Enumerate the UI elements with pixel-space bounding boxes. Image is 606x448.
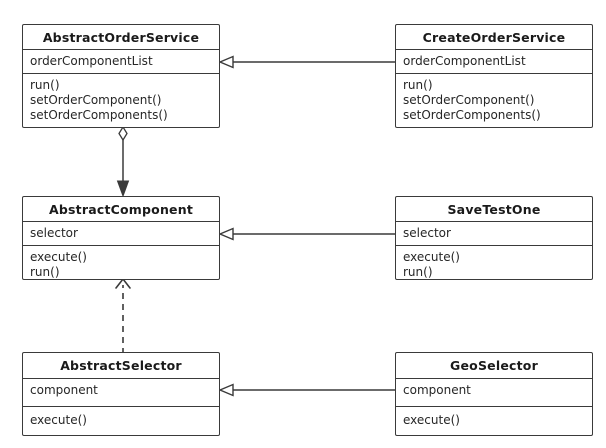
class-operations-save-test-one: execute() run(): [396, 246, 592, 285]
class-attributes-abstract-order-service: orderComponentList: [23, 50, 219, 74]
class-title-abstract-order-service: AbstractOrderService: [23, 25, 219, 50]
relationship-aggregation-abstract-order-service-to-abstract-component: [116, 125, 130, 198]
class-operations-abstract-order-service: run() setOrderComponent() setOrderCompon…: [23, 74, 219, 128]
operation: execute(): [30, 250, 87, 264]
relationship-generalization-save-test-one-to-abstract-component: [218, 227, 397, 241]
class-box-abstract-component[interactable]: AbstractComponent selector execute() run…: [22, 196, 220, 280]
relationship-dependency-abstract-selector-to-abstract-component: [115, 277, 131, 354]
operation: run(): [403, 78, 433, 92]
hollow-diamond-tail: [118, 125, 128, 142]
class-box-create-order-service[interactable]: CreateOrderService orderComponentList ru…: [395, 24, 593, 128]
class-title-abstract-component: AbstractComponent: [23, 197, 219, 222]
operation: setOrderComponents(): [403, 108, 541, 122]
attribute: selector: [30, 226, 78, 240]
hollow-triangle-arrowhead: [218, 227, 234, 241]
class-attributes-create-order-service: orderComponentList: [396, 50, 592, 74]
attribute: orderComponentList: [30, 54, 153, 68]
hollow-triangle-arrowhead: [218, 55, 234, 69]
operation: setOrderComponent(): [403, 93, 535, 107]
operation: run(): [403, 265, 433, 279]
class-box-abstract-selector[interactable]: AbstractSelector component execute(): [22, 352, 220, 436]
attribute: orderComponentList: [403, 54, 526, 68]
relationship-generalization-geo-selector-to-abstract-selector: [218, 383, 397, 397]
class-attributes-abstract-component: selector: [23, 222, 219, 246]
class-attributes-geo-selector: component: [396, 379, 592, 407]
hollow-triangle-arrowhead: [218, 383, 234, 397]
operation: execute(): [30, 413, 87, 427]
class-operations-geo-selector: execute(): [396, 407, 592, 433]
class-title-geo-selector: GeoSelector: [396, 353, 592, 379]
operation: setOrderComponents(): [30, 108, 168, 122]
class-attributes-abstract-selector: component: [23, 379, 219, 407]
class-operations-create-order-service: run() setOrderComponent() setOrderCompon…: [396, 74, 592, 128]
class-operations-abstract-selector: execute(): [23, 407, 219, 433]
class-title-save-test-one: SaveTestOne: [396, 197, 592, 222]
operation: execute(): [403, 413, 460, 427]
class-box-abstract-order-service[interactable]: AbstractOrderService orderComponentList …: [22, 24, 220, 128]
class-box-save-test-one[interactable]: SaveTestOne selector execute() run(): [395, 196, 593, 280]
relationship-generalization-create-order-service-to-abstract-order-service: [218, 55, 397, 69]
class-operations-abstract-component: execute() run(): [23, 246, 219, 285]
operation: execute(): [403, 250, 460, 264]
filled-triangle-arrowhead: [116, 180, 130, 198]
attribute: selector: [403, 226, 451, 240]
class-title-create-order-service: CreateOrderService: [396, 25, 592, 50]
operation: run(): [30, 265, 60, 279]
class-attributes-save-test-one: selector: [396, 222, 592, 246]
attribute: component: [403, 383, 471, 397]
class-title-abstract-selector: AbstractSelector: [23, 353, 219, 379]
operation: setOrderComponent(): [30, 93, 162, 107]
operation: run(): [30, 78, 60, 92]
class-box-geo-selector[interactable]: GeoSelector component execute(): [395, 352, 593, 436]
attribute: component: [30, 383, 98, 397]
